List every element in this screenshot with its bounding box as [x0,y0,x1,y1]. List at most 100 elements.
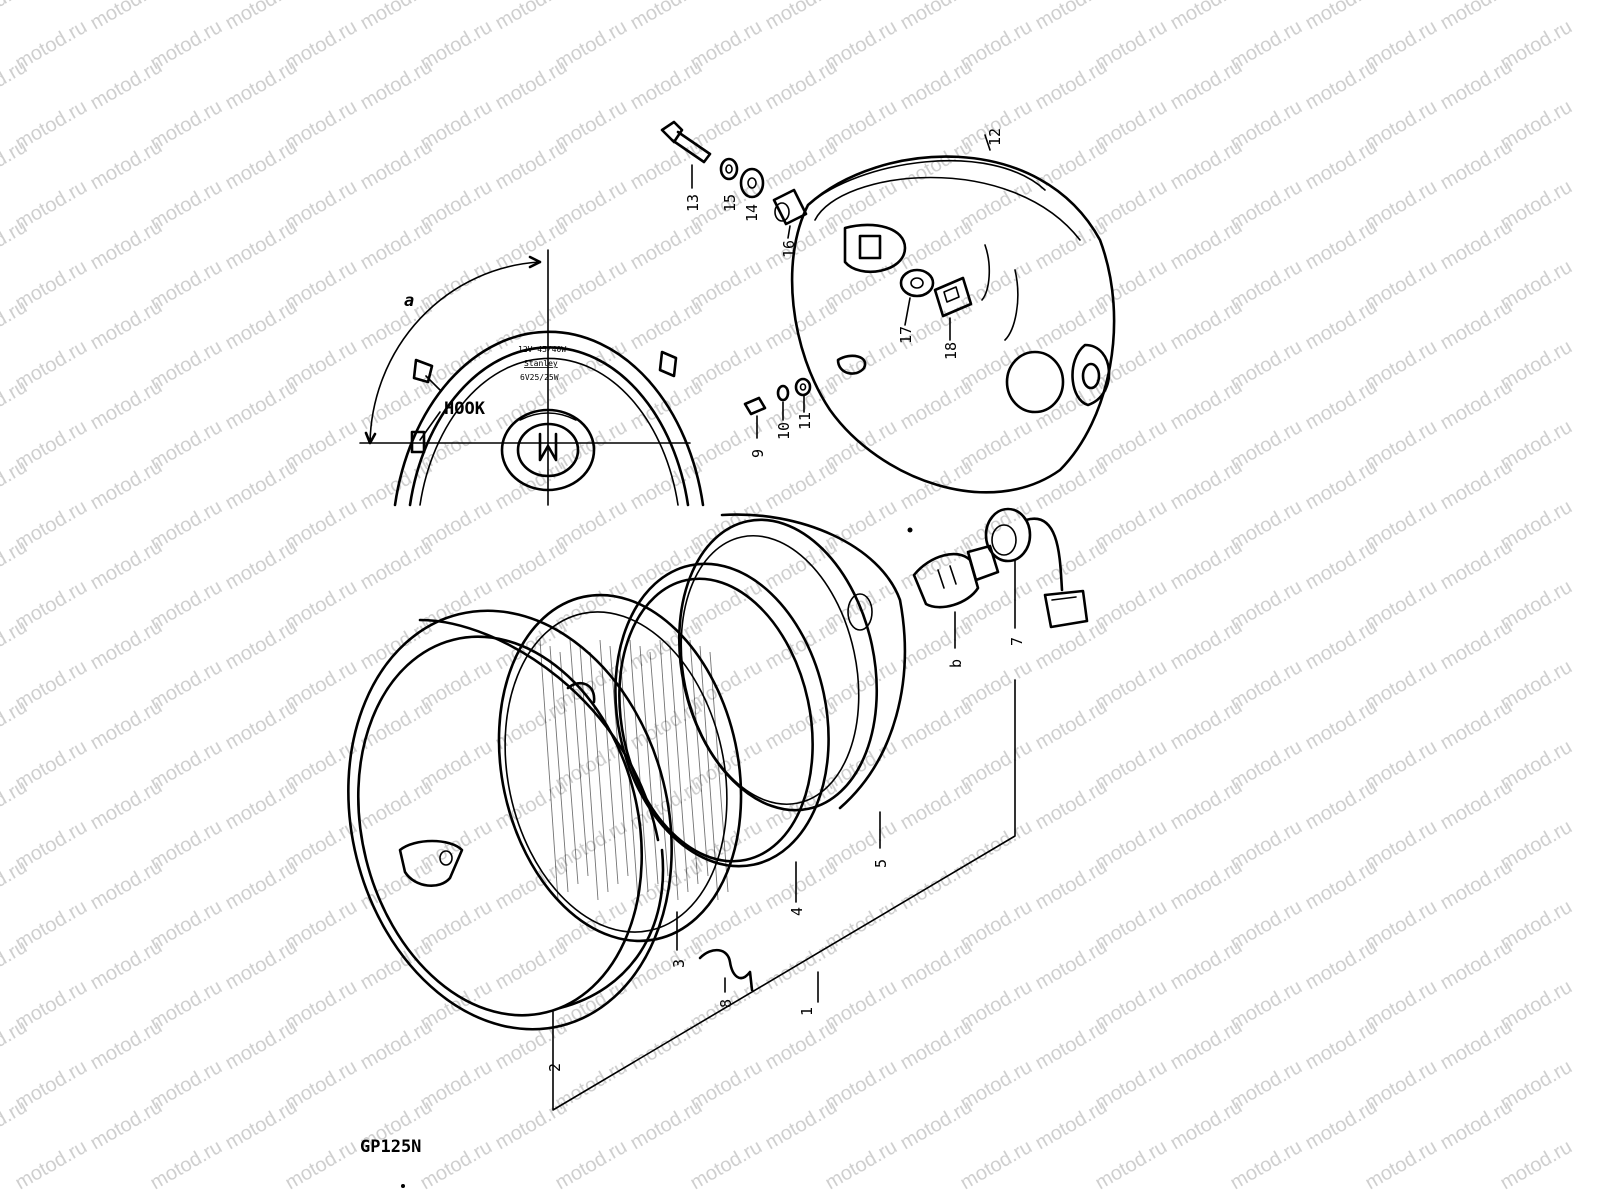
gasket-inner [618,577,814,863]
watermark-text: motod.ru [87,856,166,915]
connector-18-body [933,276,973,318]
watermark-text: motod.ru [1167,216,1246,275]
washer-15-hole [725,164,733,174]
watermark-text: motod.ru [1437,136,1516,195]
inset-rim-detail: a HOOK 12V 45/40W Stanley 6V25/25W [359,249,705,507]
watermark-text: motod.ru [1302,856,1381,915]
washer-15 [719,157,739,181]
watermark-text: motod.ru [147,1136,226,1195]
watermark-text: motod.ru [87,456,166,515]
watermark-text: motod.ru [492,56,571,115]
watermark-text: motod.ru [627,136,706,195]
watermark-text: motod.ru [222,56,301,115]
callout-10: 10 [775,422,793,440]
watermark-text: motod.ru [1302,696,1381,755]
housing-switch-window [858,234,882,260]
watermark-text: motod.ru [1032,856,1111,915]
bolt-13-shank [670,130,712,164]
inset-rim-inner [408,346,690,507]
watermark-text: motod.ru [222,536,301,595]
watermark-text: motod.ru [897,1096,976,1155]
watermark-text: motod.ru [762,856,841,915]
inset-stamp-line-2: Stanley [524,359,558,368]
lens-hatch-line [689,639,709,877]
callout-7: 7 [1008,637,1026,646]
callout-labels: 1 2 3 4 5 b 7 8 9 10 11 12 13 15 14 16 1… [546,128,1026,1072]
watermark-text: motod.ru [357,536,436,595]
lens-hatch-line [569,639,589,877]
watermark-text: motod.ru [1302,616,1381,675]
watermark-text: motod.ru [1437,0,1516,34]
housing-top-edge [814,176,1081,241]
watermark-text: motod.ru [1167,1016,1246,1075]
watermark-text: motod.ru [222,936,301,995]
watermark-text: motod.ru [1437,616,1516,675]
watermark-text: motod.ru [357,296,436,355]
watermark-text: motod.ru [492,136,571,195]
rim-outer-front [347,609,673,1031]
watermark-text: motod.ru [357,1016,436,1075]
watermark-text: motod.ru [627,296,706,355]
watermark-text: motod.ru [357,136,436,195]
lens-hatch-line [639,645,659,885]
lens-hatch-line [549,645,569,893]
callout-1: 1 [798,1007,816,1016]
watermark-text: motod.ru [222,136,301,195]
watermark-text: motod.ru [222,776,301,835]
lens-hatch-line [599,639,619,885]
watermark-text: motod.ru [1302,776,1381,835]
watermark-text: motod.ru [1302,936,1381,995]
watermark-text: motod.ru [1032,776,1111,835]
watermark-text: motod.ru [762,136,841,195]
bulb-filament [937,565,957,589]
lens-hatch-line [619,651,639,901]
socket-inner [991,524,1017,556]
watermark-text: motod.ru [1167,936,1246,995]
watermark-text: motod.ru [1167,0,1246,34]
watermark-text: motod.ru [1302,536,1381,595]
lens-hatch-line [559,651,579,885]
watermark-text: motod.ru [87,696,166,755]
watermark-text: motod.ru [492,696,571,755]
watermark-text: motod.ru [87,136,166,195]
watermark-text: motod.ru [87,936,166,995]
watermark-text: motod.ru [1437,296,1516,355]
washer-14 [739,167,765,199]
watermark-text: motod.ru [1167,456,1246,515]
watermark-text: motod.ru [222,856,301,915]
gasket-ring-4 [614,562,830,868]
callout-9: 9 [749,449,767,458]
watermark-text: motod.ru [1092,1136,1171,1195]
watermark-text: motod.ru [897,856,976,915]
inset-hook-left-lower [410,430,426,454]
watermark-text: motod.ru [222,296,301,355]
watermark-text: motod.ru [492,936,571,995]
callout-3: 3 [670,959,688,968]
watermark-text: motod.ru [87,296,166,355]
watermark-text: motod.ru [627,1096,706,1155]
spring-clip-body [698,948,754,992]
watermark-text: motod.ru [1167,376,1246,435]
gasket-outer [614,562,830,868]
watermark-text: motod.ru [1302,376,1381,435]
spring-clip-8 [698,948,754,993]
watermark-text: motod.ru [627,1016,706,1075]
lens-hatch-line [669,645,689,893]
collar-16-end [774,202,790,222]
watermark-text: motod.ru [627,936,706,995]
watermark-text: motod.ru [1167,56,1246,115]
watermark-text: motod.ru [1437,56,1516,115]
callout-18: 18 [942,342,960,360]
watermark-text: motod.ru [222,1016,301,1075]
callout-11: 11 [796,412,814,430]
watermark-text: motod.ru [1032,1016,1111,1075]
watermark-text: motod.ru [1302,296,1381,355]
watermark-text: motod.ru [1032,456,1111,515]
watermark-text: motod.ru [222,456,301,515]
housing-rim-line [807,159,1046,206]
reflector-socket-hole [847,593,873,631]
socket-connector-detail [1051,596,1077,601]
inset-rim-outer [393,330,705,507]
